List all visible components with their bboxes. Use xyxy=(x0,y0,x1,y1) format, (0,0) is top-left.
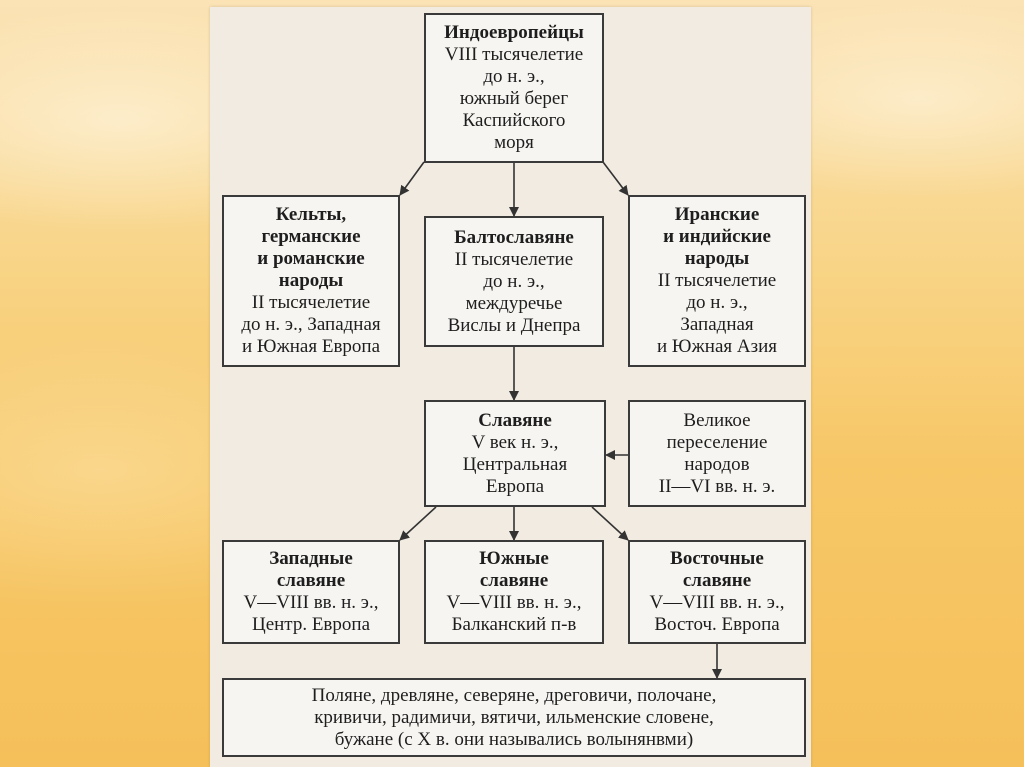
box-title-line: Иранские xyxy=(674,204,760,225)
box-text-line: и Южная Европа xyxy=(241,336,381,357)
box-title-line: славяне xyxy=(479,570,549,591)
box-title-line: Славяне xyxy=(478,409,552,431)
box-text-line: VIII тысячелетие xyxy=(444,44,584,65)
box-text-line: моря xyxy=(494,132,534,153)
box-text-line: бужане (с X в. они назывались волынянвми… xyxy=(334,728,694,750)
box-text-line: до н. э., xyxy=(483,66,545,87)
box-text-line: V—VIII вв. н. э., xyxy=(446,592,582,613)
box-title-line: народы xyxy=(278,270,344,291)
arrow-indo-to-celts xyxy=(399,161,425,196)
box-text-line: до н. э., xyxy=(686,292,748,313)
box-text-line: V век н. э., xyxy=(471,431,559,453)
box-text-line: II—VI вв. н. э. xyxy=(658,475,776,497)
box-text-line: Каспийского xyxy=(462,110,566,131)
box-title-line: и романские xyxy=(257,248,365,269)
arrow-slavs-to-east xyxy=(591,506,629,541)
box-title-line: Восточные xyxy=(670,548,764,569)
box-title-line: народы xyxy=(684,248,750,269)
box-text-line: Центр. Европа xyxy=(251,614,371,635)
box-east-slavic-tribes: Поляне, древляне, северяне, дреговичи, п… xyxy=(222,678,806,757)
box-title-line: и индийские xyxy=(663,226,771,247)
box-text-line: Балканский п-в xyxy=(451,614,577,635)
box-text-line: Великое xyxy=(683,409,751,431)
box-text-line: II тысячелетие xyxy=(251,292,371,313)
box-text-line: Западная xyxy=(680,314,754,335)
box-title-line: славяне xyxy=(682,570,752,591)
box-text-line: Восточ. Европа xyxy=(654,614,780,635)
box-text-line: народов xyxy=(684,453,750,475)
box-text-line: V—VIII вв. н. э., xyxy=(243,592,379,613)
arrow-indo-to-iranians xyxy=(602,161,629,196)
arrow-slavs-to-west xyxy=(399,506,437,541)
box-text-line: Центральная xyxy=(462,453,568,475)
box-text-line: Европа xyxy=(485,475,545,497)
box-title-line: Кельты, xyxy=(275,204,347,225)
box-title-line: Балтославяне xyxy=(454,226,574,248)
box-text-line: до н. э., xyxy=(483,270,545,292)
box-text-line: Вислы и Днепра xyxy=(447,314,581,336)
box-text-line: V—VIII вв. н. э., xyxy=(649,592,785,613)
box-title-line: Индоевропейцы xyxy=(444,22,584,43)
box-text-line: междуречье xyxy=(465,292,563,314)
box-title-line: Южные xyxy=(479,548,549,569)
box-title-line: славяне xyxy=(276,570,346,591)
box-title-line: германские xyxy=(261,226,361,247)
box-title-line: Западные xyxy=(269,548,353,569)
box-text-line: II тысячелетие xyxy=(657,270,777,291)
box-text-line: до н. э., Западная xyxy=(241,314,381,335)
box-text-line: переселение xyxy=(666,431,768,453)
box-text-line: и Южная Азия xyxy=(656,336,778,357)
box-text-line: южный берег xyxy=(459,88,569,109)
box-text-line: II тысячелетие xyxy=(454,248,574,270)
box-text-line: кривичи, радимичи, вятичи, ильменские сл… xyxy=(314,706,714,728)
box-text-line: Поляне, древляне, северяне, дреговичи, п… xyxy=(311,684,717,706)
